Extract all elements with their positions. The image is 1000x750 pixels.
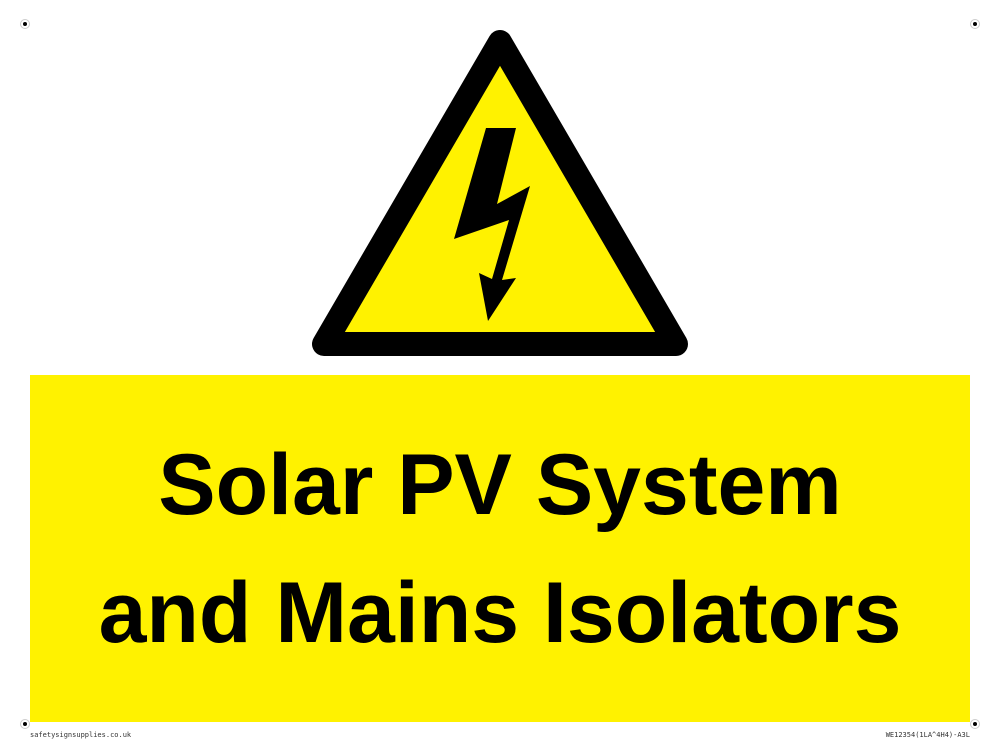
sign-line-1: Solar PV System bbox=[158, 436, 842, 533]
sign-line-2: and Mains Isolators bbox=[98, 564, 902, 661]
electrical-hazard-triangle-icon bbox=[312, 30, 688, 356]
website-text: safetysignsupplies.co.uk bbox=[30, 731, 132, 739]
warning-triangle bbox=[312, 30, 688, 356]
mounting-hole-bottom-right bbox=[970, 719, 980, 729]
mounting-hole-bottom-left bbox=[20, 719, 30, 729]
mounting-hole-top-right bbox=[970, 19, 980, 29]
sign-text-panel: Solar PV System and Mains Isolators bbox=[30, 375, 970, 722]
product-code: WE12354(1LA^4H4)-A3L bbox=[885, 731, 970, 739]
mounting-hole-top-left bbox=[20, 19, 30, 29]
lightning-bolt-icon bbox=[454, 128, 530, 321]
